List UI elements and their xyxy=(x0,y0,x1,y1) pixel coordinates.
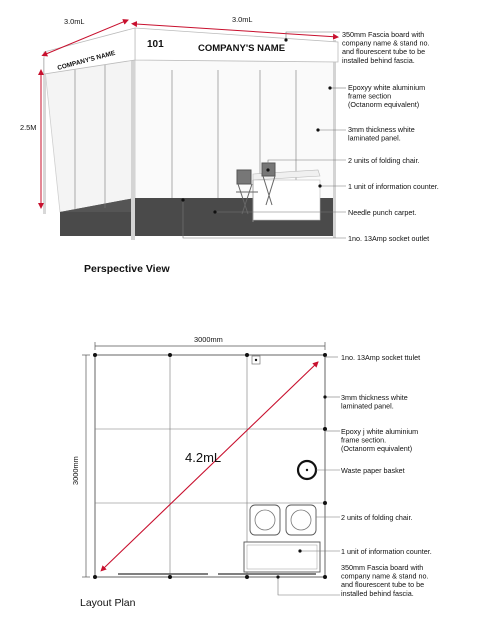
layout-label-1: 1no. 13Amp socket ttulet xyxy=(341,353,420,362)
folding-chair-plan xyxy=(249,504,281,536)
leader-fascia xyxy=(285,31,340,40)
layout-label-line: laminated panel. xyxy=(341,402,394,411)
layout-label-4: Waste paper basket xyxy=(341,466,405,475)
plan-dim-width: 3000mm xyxy=(194,335,223,344)
perspective-label-line: Epoxyy white aluminium xyxy=(348,83,425,92)
plan-leader-fascia xyxy=(277,577,340,596)
information-counter xyxy=(252,169,321,222)
plan-diagonal-line xyxy=(100,361,319,572)
plan-diagonal-label: 4.2mL xyxy=(185,450,221,465)
layout-label-line: installed behind fascia. xyxy=(341,589,414,598)
perspective-label-line: and flourescent tube to be xyxy=(342,47,425,56)
layout-label-5: 2 units of folding chair. xyxy=(341,513,413,522)
perspective-label-line: Needle punch carpet. xyxy=(348,208,416,217)
layout-label-6: 1 unit of information counter. xyxy=(341,547,432,556)
corner-post-front xyxy=(131,30,135,240)
perspective-label-7: 1no. 13Amp socket outlet xyxy=(348,234,429,243)
perspective-label-line: 1no. 13Amp socket outlet xyxy=(348,234,429,243)
layout-label-line: Epoxy j white aluminium xyxy=(341,427,418,436)
perspective-label-line: laminated panel. xyxy=(348,134,401,143)
fascia-company-name: COMPANY'S NAME xyxy=(198,43,285,54)
layout-label-line: frame section. xyxy=(341,436,386,445)
corner-post-right xyxy=(333,40,336,238)
layout-label-line: 2 units of folding chair. xyxy=(341,513,413,522)
perspective-label-line: 1 unit of information counter. xyxy=(348,182,439,191)
perspective-view: 101 COMPANY'S NAME COMPANY'S NAME 3.0mL … xyxy=(20,15,439,275)
perspective-label-line: 2 units of folding chair. xyxy=(348,156,420,165)
dim-height: 2.5M xyxy=(20,123,36,132)
folding-chair xyxy=(236,169,258,215)
plan-dim-height: 3000mm xyxy=(71,456,80,485)
layout-label-line: 3mm thickness white xyxy=(341,393,408,402)
layout-label-line: 350mm Fascia board with xyxy=(341,563,423,572)
leader-socket xyxy=(182,200,346,239)
layout-label-line: Waste paper basket xyxy=(341,466,405,475)
corner-post-left xyxy=(43,58,46,214)
perspective-label-line: 3mm thickness white xyxy=(348,125,415,134)
layout-label-line: and flourescent tube to be xyxy=(341,580,424,589)
carpet-shade xyxy=(60,198,135,212)
folding-chair xyxy=(261,162,276,206)
dim-left-width: 3.0mL xyxy=(64,17,85,26)
perspective-label-line: (Octanorm equivalent) xyxy=(348,100,419,109)
fascia-stand-number: 101 xyxy=(147,39,164,50)
layout-label-line: 1 unit of information counter. xyxy=(341,547,432,556)
layout-plan: 3000mm 3000mm 4.2mL xyxy=(71,335,432,609)
perspective-label-5: 1 unit of information counter. xyxy=(348,182,439,191)
perspective-label-line: frame section xyxy=(348,92,391,101)
perspective-label-line: 350mm Fascia board with xyxy=(342,30,424,39)
perspective-label-line: company name & stand no. xyxy=(342,39,430,48)
layout-caption: Layout Plan xyxy=(80,597,136,609)
perspective-label-line: installed behind fascia. xyxy=(342,56,415,65)
dim-top-width: 3.0mL xyxy=(232,15,253,24)
layout-label-line: (Octanorm equivalent) xyxy=(341,444,412,453)
layout-labels: 1no. 13Amp socket ttulet 3mm thickness wh… xyxy=(341,353,432,598)
dim-left-width-line xyxy=(41,19,129,57)
perspective-caption: Perspective View xyxy=(84,263,170,275)
folding-chair-plan xyxy=(285,504,317,536)
layout-label-line: 1no. 13Amp socket ttulet xyxy=(341,353,420,362)
leader-chair xyxy=(267,159,346,170)
perspective-label-4: 2 units of folding chair. xyxy=(348,156,420,165)
dim-top-width-line xyxy=(131,21,339,40)
information-counter-plan xyxy=(243,541,321,573)
perspective-label-6: Needle punch carpet. xyxy=(348,208,416,217)
layout-label-line: company name & stand no. xyxy=(341,572,429,581)
